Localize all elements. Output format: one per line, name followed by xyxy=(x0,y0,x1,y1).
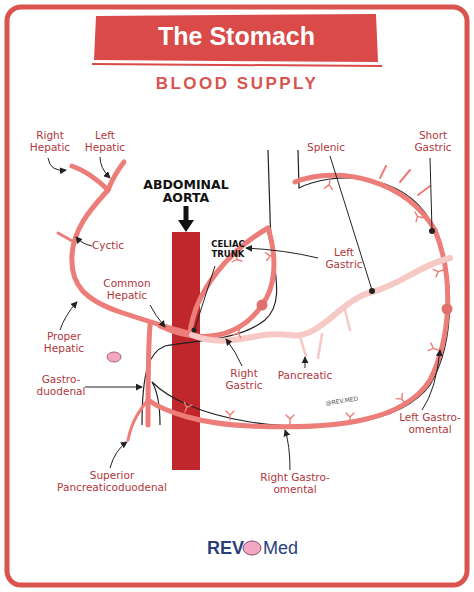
artery xyxy=(160,305,262,336)
leader-line xyxy=(285,430,290,470)
logo-text: Med xyxy=(263,538,313,558)
trunk-label: CELIAC TRUNK xyxy=(205,240,251,259)
artery xyxy=(58,162,448,440)
artery xyxy=(190,228,268,333)
leader-line xyxy=(76,237,92,246)
artery xyxy=(262,228,274,305)
leader-dot xyxy=(369,288,375,294)
pancreatic-artery xyxy=(192,258,450,341)
small-branches xyxy=(286,415,294,424)
leader-line xyxy=(422,350,440,410)
artery-label: Left Gastro- omental xyxy=(394,412,466,436)
artery-label: Superior Pancreaticoduodenal xyxy=(42,470,182,494)
subtitle: BLOOD SUPPLY xyxy=(0,74,474,93)
artery xyxy=(108,162,124,190)
artery xyxy=(148,175,448,427)
artery xyxy=(72,166,108,190)
frame xyxy=(92,64,382,66)
leader-dot xyxy=(429,228,435,234)
small-branches xyxy=(433,266,444,277)
small-branches xyxy=(396,394,408,406)
artery-label: Cyctic xyxy=(92,240,132,252)
artery xyxy=(148,325,150,425)
artery-label: Right Gastric xyxy=(216,368,272,392)
frame xyxy=(7,7,467,585)
artery-label: Right Gastro- omental xyxy=(240,472,350,496)
artery-label: Left Gastric xyxy=(318,247,370,271)
leader-line xyxy=(48,158,66,170)
small-branches xyxy=(226,411,234,420)
leader-line xyxy=(226,339,242,366)
anastomosis-dot xyxy=(442,304,453,315)
small-branches xyxy=(233,327,244,338)
artery xyxy=(128,400,148,440)
leader-line xyxy=(330,156,372,290)
logo-icon xyxy=(107,352,121,362)
leader-dot xyxy=(192,328,197,333)
stomach-outline xyxy=(268,150,298,151)
logo-text: REV xyxy=(196,538,244,558)
leader-line xyxy=(100,157,110,178)
leader-line xyxy=(246,248,318,258)
pancreatic-artery xyxy=(192,258,450,358)
frame xyxy=(94,14,378,62)
small-branches xyxy=(412,210,423,222)
leader-line xyxy=(305,357,306,368)
leader-dot xyxy=(192,228,436,333)
small-branches xyxy=(428,343,439,354)
artery-label: Pancreatic xyxy=(272,370,338,382)
artery xyxy=(380,166,430,195)
title-banner-text: The Stomach xyxy=(95,22,378,51)
leader-line xyxy=(60,302,77,330)
aorta xyxy=(184,206,189,222)
aorta-label: ABDOMINAL AORTA xyxy=(135,178,237,204)
frame xyxy=(7,7,467,585)
leader-line xyxy=(150,305,165,327)
small-branches xyxy=(346,413,354,422)
leader-line xyxy=(195,266,215,328)
artery xyxy=(72,190,188,333)
anastomosis-dot xyxy=(257,300,453,315)
logo-icon xyxy=(243,541,261,555)
anastomosis-dot xyxy=(257,300,268,311)
aorta xyxy=(172,232,200,470)
aorta xyxy=(178,220,194,232)
artery-label: Short Gastric xyxy=(403,130,463,154)
small-branches xyxy=(265,251,275,260)
artery-label: Splenic xyxy=(298,142,354,154)
stomach-outline xyxy=(142,346,165,425)
artery-label: Left Hepatic xyxy=(80,130,130,154)
small-branches xyxy=(181,402,192,413)
small-branches xyxy=(324,179,333,189)
artery-label: Common Hepatic xyxy=(96,278,158,302)
artery-label: Right Hepatic xyxy=(25,130,75,154)
small-branches xyxy=(181,179,444,424)
artery-label: Gastro- duodenal xyxy=(36,374,86,398)
leader-line xyxy=(85,387,142,388)
leader-line xyxy=(430,158,432,230)
leader-line xyxy=(110,442,127,468)
leader-line xyxy=(48,156,440,470)
pancreatic-artery xyxy=(300,310,350,358)
artery-label: Proper Hepatic xyxy=(34,331,94,355)
artery xyxy=(58,233,74,242)
